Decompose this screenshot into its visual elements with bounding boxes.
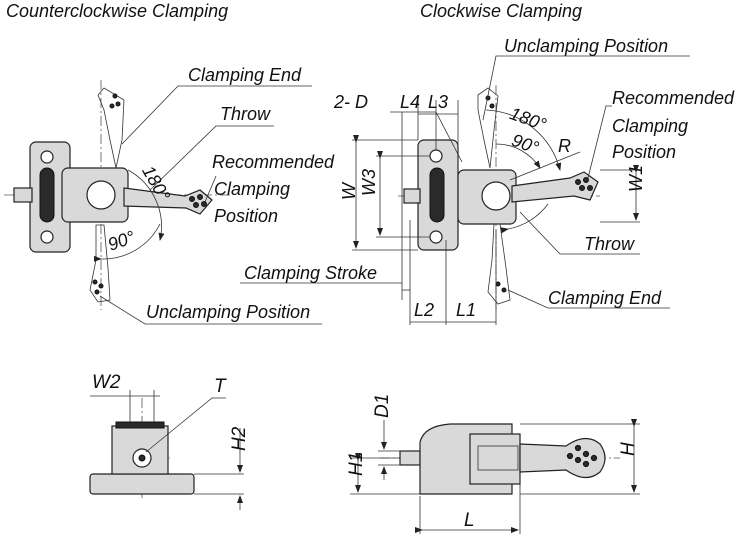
ccw-throw-label: Throw: [220, 104, 271, 124]
ccw-angle-90: 90°: [105, 227, 137, 255]
cw-clamping-stroke-label: Clamping Stroke: [244, 263, 377, 283]
ccw-recommended-label-2: Clamping: [214, 179, 290, 199]
side-arm: [519, 437, 606, 479]
cw-l4-label: L4: [400, 92, 420, 112]
ccw-mount-hole-top: [40, 150, 54, 164]
cw-r-label: R: [558, 136, 571, 156]
front-tap: [138, 454, 146, 462]
ccw-recommended-label-3: Position: [214, 206, 278, 226]
cw-l2-label: L2: [414, 300, 434, 320]
cw-mount-hole-bottom: [429, 230, 443, 244]
cw-unclamping-label: Unclamping Position: [504, 36, 668, 56]
cw-d-label: 2- D: [333, 92, 368, 112]
cw-w1-label: W1: [626, 165, 646, 192]
cw-ghost-arm-bottom: [487, 223, 511, 305]
cw-w3-label: W3: [359, 169, 379, 196]
cw-arm: [511, 171, 599, 203]
cw-recommended-label-3: Position: [612, 142, 676, 162]
cw-l1-label: L1: [456, 300, 476, 320]
cw-top-view: Unclamping Position Recommended Clamping…: [240, 36, 735, 325]
cw-throw-label: Throw: [584, 234, 635, 254]
cw-title: Clockwise Clamping: [420, 1, 582, 21]
h1-label: H1: [346, 452, 367, 476]
side-view: D1 H1 H L: [346, 394, 640, 534]
ccw-label-strip: [39, 167, 55, 223]
cw-pivot: [481, 181, 511, 211]
cw-w-label: W: [339, 181, 359, 200]
cw-angle-90: 90°: [509, 130, 541, 158]
cw-mount-hole-top: [429, 149, 443, 163]
front-top-strip: [115, 421, 165, 429]
ccw-top-view: Clamping End Throw Recommended Clamping …: [4, 65, 335, 325]
cw-ghost-arm-top: [477, 87, 499, 169]
ccw-recommended-label-1: Recommended: [212, 152, 335, 172]
ccw-pivot: [86, 180, 116, 210]
ccw-ghost-arm-bottom: [89, 224, 111, 303]
cw-recommended-label-2: Clamping: [612, 116, 688, 136]
ccw-ghost-arm-top: [97, 87, 125, 169]
cw-l3-label: L3: [428, 92, 448, 112]
h-label: H: [618, 442, 639, 456]
side-housing: [469, 433, 521, 485]
ccw-mount-hole-bottom: [40, 230, 54, 244]
ccw-title: Counterclockwise Clamping: [6, 1, 228, 21]
cw-label-strip: [429, 167, 445, 223]
ccw-spindle: [13, 187, 33, 203]
ccw-clamping-end-label: Clamping End: [188, 65, 302, 85]
front-view: W2 T H2: [89, 372, 250, 510]
h2-label: H2: [229, 426, 250, 451]
cw-angle-180: 180°: [507, 103, 549, 135]
cw-spindle: [403, 188, 421, 204]
d1-label: D1: [372, 394, 393, 418]
ccw-unclamping-label: Unclamping Position: [146, 302, 310, 322]
l-label: L: [464, 510, 475, 531]
cw-clamping-end-label: Clamping End: [548, 288, 662, 308]
w2-label: W2: [92, 372, 121, 393]
t-label: T: [214, 376, 227, 397]
front-base: [89, 473, 195, 495]
cw-recommended-label-1: Recommended: [612, 88, 735, 108]
ccw-arm: [123, 187, 213, 215]
side-plunger: [399, 450, 421, 466]
